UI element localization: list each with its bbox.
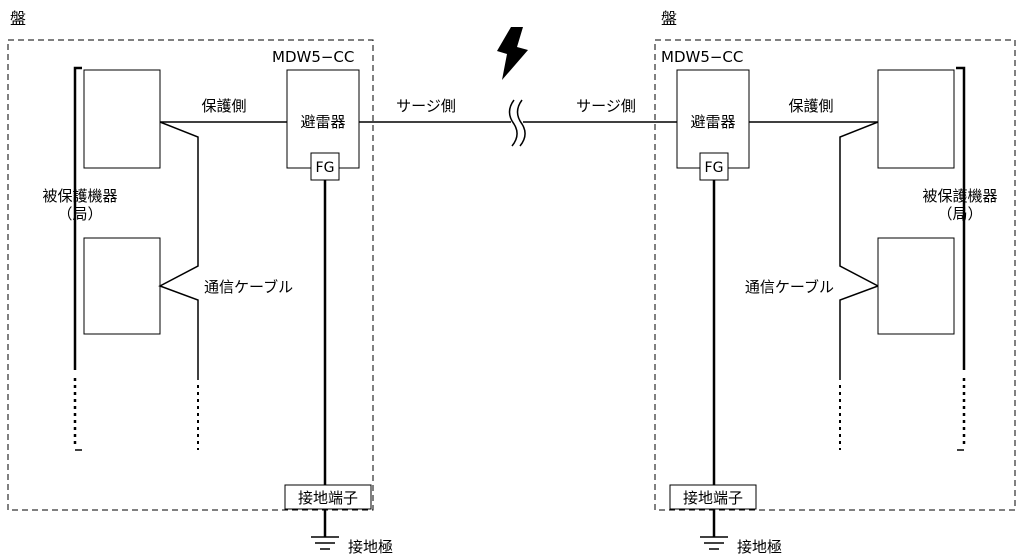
left-fg-terminal xyxy=(310,152,340,181)
right-equipment-bracket xyxy=(956,66,966,370)
right-equipment-sublabel: （局） xyxy=(937,205,982,223)
right-arrester-model: MDW5−CC xyxy=(661,48,743,66)
left-communication-cable xyxy=(158,121,199,380)
left-ground-terminal xyxy=(284,484,372,510)
right-cable-label: 通信ケーブル xyxy=(745,278,834,296)
lightning-bolt-icon xyxy=(497,27,528,80)
right-fg-terminal xyxy=(699,152,729,181)
right-arrester-label: 避雷器 xyxy=(690,113,735,131)
right-communication-cable xyxy=(839,121,880,380)
left-surge-side-label: サージ側 xyxy=(396,97,456,115)
ground-symbol-icon xyxy=(700,536,728,550)
left-ground-electrode-label: 接地極 xyxy=(348,538,393,556)
left-panel-label: 盤 xyxy=(10,9,26,28)
right-ground-terminal xyxy=(669,484,757,510)
left-equipment-bracket xyxy=(73,66,82,370)
right-surge-side-label: サージ側 xyxy=(576,97,636,115)
surge-line-section: サージ側 サージ側 xyxy=(359,27,677,147)
right-protected-side-label: 保護側 xyxy=(788,97,833,115)
left-arrester-model: MDW5−CC xyxy=(272,48,354,66)
right-panel-boundary xyxy=(654,39,1016,511)
left-fg-label: FG xyxy=(316,160,335,176)
left-panel: 盤 被保護機器 （局） 通信ケーブル 保護側 MDW5−CC 避雷器 FG 接地… xyxy=(7,9,393,556)
left-arrester-box xyxy=(286,69,360,169)
right-panel-label: 盤 xyxy=(661,9,677,28)
left-arrester-label: 避雷器 xyxy=(300,113,345,131)
ground-symbol-icon xyxy=(311,536,339,550)
left-equipment-box-2 xyxy=(83,237,161,335)
right-equipment-box-1 xyxy=(877,69,955,169)
left-ground-terminal-label: 接地端子 xyxy=(298,489,358,507)
line-break-icon xyxy=(508,99,526,147)
right-panel: 盤 MDW5−CC 避雷器 FG 保護側 通信ケーブル 被保護機器 （局） 接地… xyxy=(654,9,1016,556)
right-ground-electrode-label: 接地極 xyxy=(737,538,782,556)
right-fg-label: FG xyxy=(705,160,724,176)
right-equipment-box-2 xyxy=(877,237,955,335)
left-equipment-box-1 xyxy=(83,69,161,169)
left-equipment-label: 被保護機器 xyxy=(42,187,117,205)
left-cable-label: 通信ケーブル xyxy=(204,278,293,296)
left-panel-boundary xyxy=(7,39,374,511)
right-ground-terminal-label: 接地端子 xyxy=(683,489,743,507)
right-equipment-label: 被保護機器 xyxy=(922,187,997,205)
left-protected-side-label: 保護側 xyxy=(201,97,246,115)
left-equipment-sublabel: （局） xyxy=(57,205,102,223)
